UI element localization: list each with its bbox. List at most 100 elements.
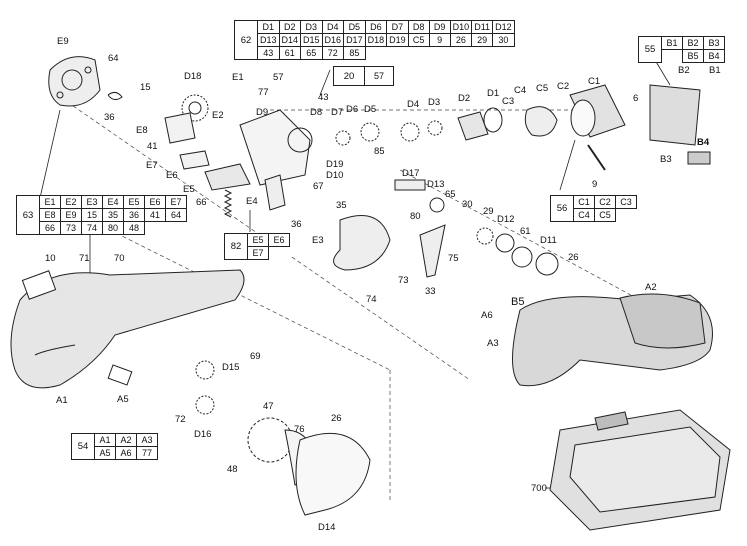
callout-d14: D14 [318, 522, 336, 533]
cell: D4 [321, 20, 345, 34]
callout-a5: A5 [117, 394, 129, 405]
cell: D14 [278, 33, 302, 47]
cell: D10 [449, 20, 473, 34]
cell: 41 [144, 208, 166, 222]
callout-d1: D1 [487, 88, 500, 99]
cell: A3 [136, 433, 158, 447]
callout-d2: D2 [458, 93, 471, 104]
callout-d3: D3 [428, 97, 441, 108]
cell [408, 47, 429, 60]
table-20-key: 20 [333, 66, 365, 86]
cell: E6 [144, 195, 166, 209]
cell: 36 [123, 208, 145, 222]
part-d1-washer [483, 107, 503, 133]
callout-69: 69 [250, 351, 261, 362]
cell: 65 [300, 46, 323, 60]
cell: E4 [102, 195, 124, 209]
cell: E3 [81, 195, 103, 209]
callout-9: 9 [592, 179, 598, 190]
cell: B5 [682, 49, 704, 63]
part-d14-plate [295, 432, 371, 516]
part-61-ring [511, 246, 533, 268]
callout-77: 77 [258, 87, 269, 98]
callout-d16: D16 [194, 429, 212, 440]
cell: D8 [407, 20, 430, 34]
table-63-key: 63 [16, 195, 40, 235]
callout-d6: D6 [346, 104, 359, 115]
cell: E9 [60, 208, 82, 222]
cell: D16 [321, 33, 345, 47]
cell: 48 [123, 221, 145, 235]
cell [145, 222, 166, 235]
cell [450, 47, 472, 60]
cell [429, 47, 450, 60]
cell: A2 [115, 433, 137, 447]
table-56-key: 56 [550, 195, 574, 222]
callout-e2: E2 [212, 110, 224, 121]
cell: 72 [321, 46, 345, 60]
cell: 35 [102, 208, 124, 222]
callout-d17: D17 [402, 168, 420, 179]
callout-35: 35 [336, 200, 347, 211]
callout-30: 30 [462, 199, 473, 210]
part-d12-bearing [495, 233, 515, 253]
callout-e1: E1 [232, 72, 244, 83]
callout-b5: B5 [511, 296, 525, 308]
cell: 73 [60, 221, 82, 235]
cell: D3 [300, 20, 323, 34]
cell: E6 [268, 233, 290, 247]
part-d17-shaft [394, 179, 426, 191]
cell: 43 [257, 46, 280, 60]
cell: E2 [60, 195, 82, 209]
part-9-pin [587, 144, 606, 171]
callout-b2: B2 [678, 65, 690, 76]
cell: D5 [343, 20, 366, 34]
callout-76: 76 [294, 424, 305, 435]
callout-36b: 36 [291, 219, 302, 230]
callout-29: 29 [483, 206, 494, 217]
callout-61: 61 [520, 226, 531, 237]
cell [269, 247, 290, 260]
cell: D11 [471, 20, 494, 34]
callout-d12: D12 [497, 214, 515, 225]
callout-e6: E6 [166, 170, 178, 181]
table-62-key: 62 [234, 20, 258, 60]
cell: E1 [39, 195, 61, 209]
callout-c4: C4 [514, 85, 527, 96]
cell: C4 [573, 208, 595, 222]
cell: D1 [257, 20, 280, 34]
callout-c1: C1 [588, 76, 601, 87]
part-d16-gear [195, 395, 215, 415]
callout-d18: D18 [184, 71, 202, 82]
callout-36: 36 [104, 112, 115, 123]
cell: D9 [428, 20, 451, 34]
callout-e9: E9 [57, 36, 69, 47]
part-center-housing [239, 109, 311, 186]
part-e4-lever [264, 174, 286, 211]
callout-64: 64 [108, 53, 119, 64]
part-d13-bearing [429, 197, 445, 213]
cell: 15 [81, 208, 103, 222]
cell: D7 [386, 20, 409, 34]
callout-65: 65 [445, 189, 456, 200]
callout-e3: E3 [312, 235, 324, 246]
table-82-key: 82 [224, 233, 248, 260]
cell: D13 [257, 33, 280, 47]
callout-d10: D10 [326, 170, 344, 181]
callout-e7: E7 [146, 160, 158, 171]
callout-d8: D8 [310, 107, 323, 118]
cell: C5 [594, 208, 616, 222]
cell: E5 [123, 195, 145, 209]
part-e5-housing [204, 163, 251, 191]
cell [387, 47, 409, 60]
callout-73: 73 [398, 275, 409, 286]
part-33-lever [419, 224, 446, 278]
cell: C2 [594, 195, 616, 209]
callout-6: 6 [633, 93, 639, 104]
callout-26b: 26 [331, 413, 342, 424]
part-d8-bearing [287, 127, 313, 153]
table-54-key: 54 [71, 433, 95, 460]
